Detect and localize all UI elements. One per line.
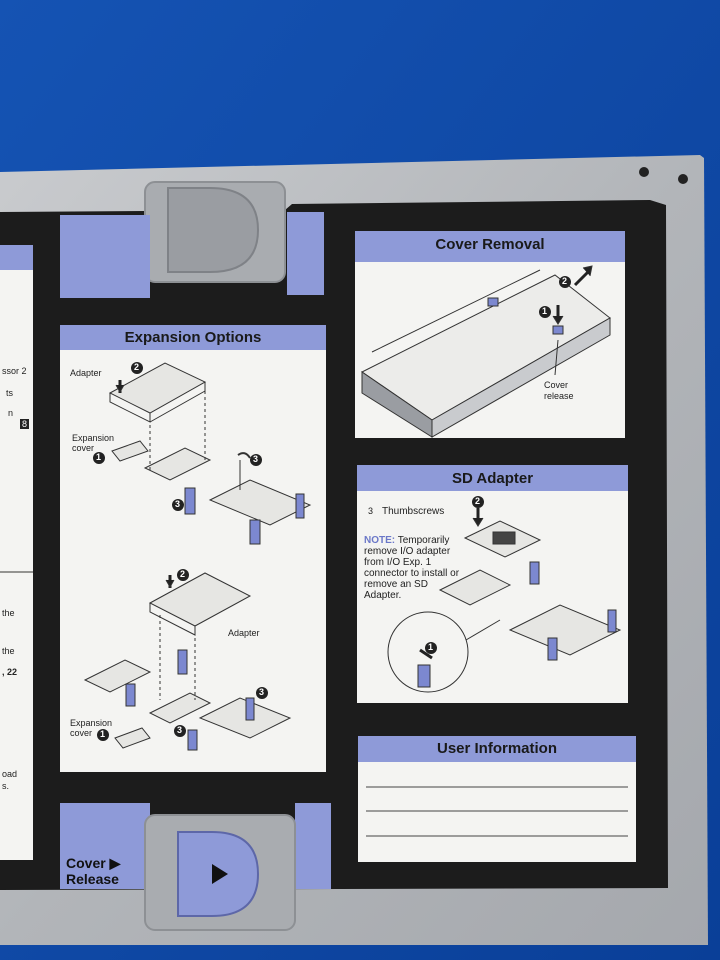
- step-number: 3: [259, 687, 265, 697]
- expansion-illustration-top: [108, 362, 312, 545]
- thumbscrews-label: Thumbscrews: [382, 506, 445, 517]
- left-fragment: ts: [6, 388, 14, 398]
- left-panel-header: [0, 245, 33, 270]
- screw-hole: [678, 174, 688, 184]
- step-number: 1: [96, 452, 102, 462]
- expansion-cover-label-top: Expansion cover: [72, 433, 115, 453]
- thumbscrews-step: 3: [368, 506, 374, 516]
- step-number: 1: [428, 642, 434, 652]
- blue-tab: [60, 215, 150, 298]
- expansion-cover-label-bottom: Expansion cover: [70, 718, 113, 738]
- left-fragment: the: [2, 646, 15, 656]
- note-text: Temporarily remove I/O adapter from I/O …: [364, 535, 460, 601]
- cover-step-marker: [559, 276, 571, 288]
- latch-handle: [167, 187, 260, 273]
- expansion-header: [60, 325, 326, 350]
- blue-tab: [295, 803, 331, 889]
- left-panel: [0, 270, 33, 860]
- expansion-illustration-bottom: [83, 572, 292, 751]
- expansion-step-markers: [93, 362, 268, 741]
- expansion-options-title: Expansion Options: [124, 329, 262, 346]
- note-label: NOTE:: [364, 535, 396, 546]
- step-number: 2: [475, 496, 481, 506]
- user-information-header: [358, 736, 636, 762]
- step-number: 1: [100, 729, 106, 739]
- cover-release-line2: Release: [66, 871, 119, 887]
- cover-removal-header: [355, 231, 625, 262]
- sd-adapter-header: [357, 465, 628, 491]
- cover-release-tab: [60, 803, 150, 889]
- step-number: 2: [180, 569, 186, 579]
- step-number: 3: [253, 454, 259, 464]
- step-number: 3: [175, 499, 181, 509]
- step-number: 1: [542, 306, 548, 316]
- user-information-title: User Information: [436, 740, 557, 757]
- left-fragment: n: [8, 408, 14, 418]
- step-number: 2: [562, 276, 568, 286]
- cover-release-line1: Cover ▶: [66, 855, 121, 871]
- adapter-label-top: Adapter: [70, 368, 102, 378]
- screw-hole: [639, 167, 649, 177]
- cover-release-annotation: Cover release: [544, 380, 574, 401]
- sd-step-marker: [472, 496, 484, 508]
- adapter-label-bottom: Adapter: [228, 628, 260, 638]
- blue-tab: [287, 212, 324, 295]
- left-fragment: , 22: [2, 667, 18, 677]
- step-number: 3: [177, 725, 183, 735]
- step-number: 2: [134, 362, 140, 372]
- cover-removal-title: Cover Removal: [435, 236, 545, 253]
- sd-adapter-illustration: [387, 508, 622, 693]
- sd-adapter-title: SD Adapter: [451, 470, 534, 487]
- sd-note: NOTE: Temporarily remove I/O adapter fro…: [364, 535, 464, 601]
- left-fragment: the: [2, 608, 15, 618]
- left-fragment-badge: 8: [20, 419, 30, 429]
- sd-step-marker: [425, 642, 437, 654]
- play-arrow-icon: [212, 864, 228, 884]
- left-fragment: ssor 2: [2, 366, 27, 376]
- left-fragment: oad: [2, 769, 18, 779]
- cover-release-label: Cover ▶ Release: [66, 855, 120, 887]
- left-fragment: s.: [2, 781, 10, 791]
- cover-step-marker: [539, 306, 551, 318]
